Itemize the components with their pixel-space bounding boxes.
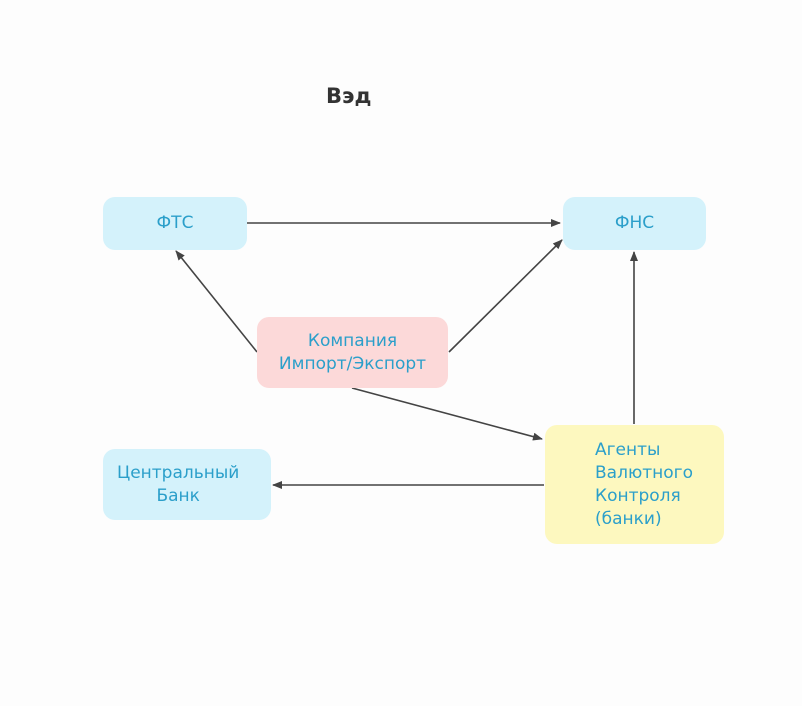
- node-fns-label: ФНС: [614, 213, 655, 233]
- diagram-title: Вэд: [326, 84, 372, 108]
- node-company-label: Компания Импорт/Экспорт: [278, 330, 427, 374]
- edge-company-to-fns: [448, 239, 563, 353]
- node-company[interactable]: Компания Импорт/Экспорт: [257, 317, 448, 388]
- node-fts-label: ФТС: [156, 213, 194, 233]
- node-agents[interactable]: Агенты Валютного Контроля (банки): [545, 425, 724, 544]
- node-fts[interactable]: ФТС: [103, 197, 247, 250]
- node-agents-label: Агенты Валютного Контроля (банки): [595, 439, 694, 529]
- edge-company-to-agents: [351, 387, 543, 441]
- edge-company-to-fts: [175, 250, 258, 353]
- node-central-bank-label: Центральный Банк: [117, 462, 240, 506]
- node-central-bank[interactable]: Центральный Банк: [103, 449, 271, 520]
- node-fns[interactable]: ФНС: [563, 197, 706, 250]
